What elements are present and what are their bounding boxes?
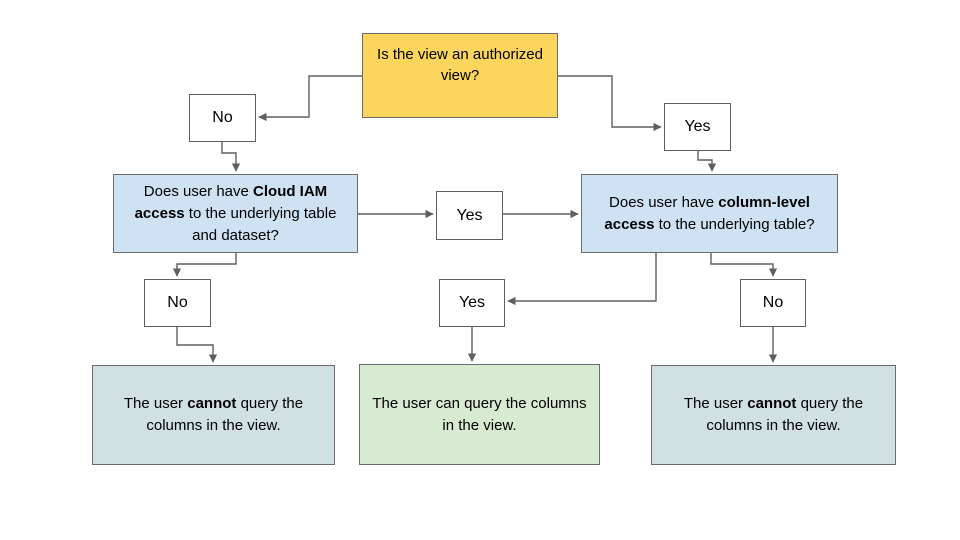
branch-label-no-root: No <box>189 94 256 142</box>
branch-label-yes-iam: Yes <box>436 191 503 240</box>
branch-label-no-iam: No <box>144 279 211 327</box>
branch-label-yes-root: Yes <box>664 103 731 151</box>
branch-label-yes-column: Yes <box>439 279 505 327</box>
question-cloud-iam-access: Does user have Cloud IAM access to the u… <box>113 174 358 253</box>
question-cloud-iam-text: Does user have Cloud IAM access to the u… <box>134 182 337 244</box>
outcome-cannot-left-text: The user cannot query the columns in the… <box>123 395 304 434</box>
outcome-cannot-query-right: The user cannot query the columns in the… <box>651 365 896 465</box>
decision-root-authorized-view: Is the view an authorized view? <box>362 33 558 118</box>
question-column-level-access: Does user have column-level access to th… <box>581 174 838 253</box>
outcome-cannot-query-left: The user cannot query the columns in the… <box>92 365 335 465</box>
question-column-level-text: Does user have column-level access to th… <box>604 193 815 233</box>
outcome-cannot-right-text: The user cannot query the columns in the… <box>683 395 864 434</box>
branch-label-no-column: No <box>740 279 806 327</box>
outcome-can-query: The user can query the columns in the vi… <box>359 364 600 465</box>
